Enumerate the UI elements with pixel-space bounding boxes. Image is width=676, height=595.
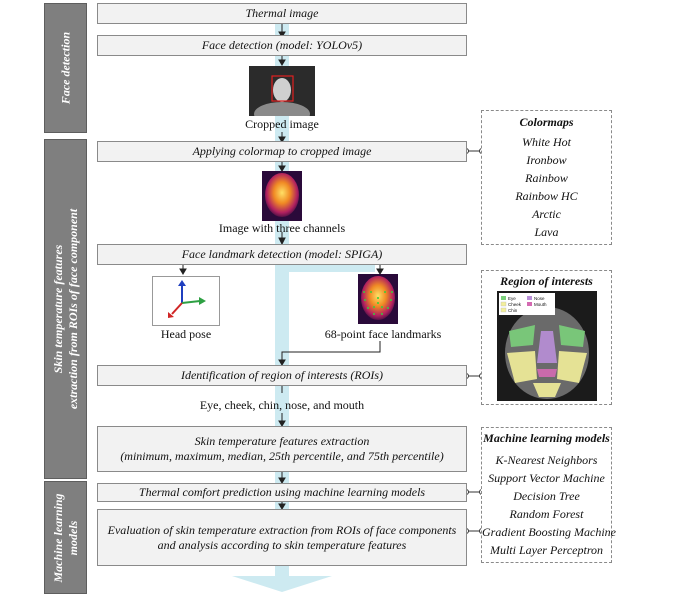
ml-model-item: Decision Tree <box>513 489 580 503</box>
head-pose-caption: Head pose <box>160 327 212 341</box>
flow-arrowhead <box>232 576 332 592</box>
colormaps-panel: Colormaps White Hot Ironbow Rainbow Rain… <box>481 110 612 245</box>
detection-box-icon <box>271 75 294 102</box>
landmark-detection-box: Face landmark detection (model: SPIGA) <box>97 244 467 265</box>
face-detection-box: Face detection (model: YOLOv5) <box>97 35 467 56</box>
stage-machine-learning-label: Machine learning models <box>50 492 80 583</box>
stage-face-detection: Face detection <box>44 3 87 133</box>
legend-chin: Chin <box>508 308 518 313</box>
ml-model-item: Gradient Boosting Machine <box>482 525 616 539</box>
ml-model-item: Multi Layer Perceptron <box>489 543 604 557</box>
ml-model-item: K-Nearest Neighbors <box>495 453 598 467</box>
comfort-prediction-box: Thermal comfort prediction using machine… <box>97 483 467 502</box>
three-channels-caption: Image with three channels <box>218 221 346 235</box>
legend-mouth: Mouth <box>534 302 547 307</box>
stage-skin-temperature-label: Skin temperature features extraction fro… <box>50 208 80 410</box>
apply-colormap-box: Applying colormap to cropped image <box>97 141 467 162</box>
stage-face-detection-label: Face detection <box>58 31 72 105</box>
colormap-item: White Hot <box>522 135 571 149</box>
colormap-item: Lava <box>534 225 559 239</box>
colormap-item: Ironbow <box>526 153 567 167</box>
identify-roi-box: Identification of region of interests (R… <box>97 365 467 386</box>
evaluation-box: Evaluation of skin temperature extractio… <box>97 509 467 566</box>
ml-model-item: Support Vector Machine <box>488 471 605 485</box>
colormap-face-image <box>262 171 302 221</box>
landmark-face-image <box>358 274 398 324</box>
face-landmarks-caption: 68-point face landmarks <box>324 327 442 341</box>
ml-models-title: Machine learning models <box>483 431 610 445</box>
cropped-image-caption: Cropped image <box>245 117 319 131</box>
thermal-face-image <box>249 66 315 116</box>
legend-cheek: Cheek <box>508 302 522 307</box>
legend-eye: Eye <box>508 296 516 301</box>
roi-panel-title: Region of interests <box>500 274 593 288</box>
head-pose-axes-icon <box>152 276 220 326</box>
roi-face-image: Eye Cheek Chin Nose Mouth <box>497 291 597 401</box>
ml-model-item: Random Forest <box>509 507 584 521</box>
stage-machine-learning: Machine learning models <box>44 481 87 594</box>
feature-extraction-box: Skin temperature features extraction (mi… <box>97 426 467 472</box>
colormap-item: Rainbow HC <box>515 189 578 203</box>
ml-models-panel: Machine learning models K-Nearest Neighb… <box>481 427 616 563</box>
stage-skin-temperature: Skin temperature features extraction fro… <box>44 139 87 479</box>
thermal-image-box: Thermal image <box>97 3 467 24</box>
colormap-item: Rainbow <box>525 171 568 185</box>
legend-nose: Nose <box>534 296 545 301</box>
roi-list-caption: Eye, cheek, chin, nose, and mouth <box>199 398 365 412</box>
roi-panel: Region of interests Eye Cheek Chin Nose … <box>481 270 612 405</box>
colormap-item: Arctic <box>532 207 561 221</box>
colormaps-title: Colormaps <box>519 115 574 129</box>
